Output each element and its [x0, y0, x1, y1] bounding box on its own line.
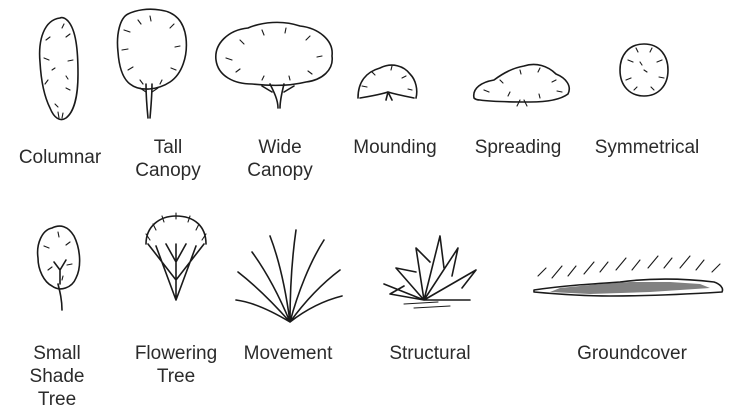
label-wide-canopy: Wide Canopy [230, 136, 330, 182]
label-tall-canopy: Tall Canopy [120, 136, 216, 182]
small-shade-tree-sketch [38, 226, 80, 310]
label-spreading: Spreading [462, 136, 574, 159]
wide-canopy-sketch [216, 22, 332, 108]
label-structural: Structural [380, 342, 480, 365]
mounding-sketch [358, 65, 417, 100]
tall-canopy-sketch [117, 9, 186, 118]
label-flowering-tree: Flowering Tree [124, 342, 228, 388]
structural-sketch [384, 236, 476, 308]
spreading-sketch [474, 64, 570, 106]
label-mounding: Mounding [340, 136, 450, 159]
label-movement: Movement [234, 342, 342, 365]
label-small-shade-tree: Small Shade Tree [12, 342, 102, 411]
label-columnar: Columnar [10, 146, 110, 169]
label-groundcover: Groundcover [566, 342, 698, 365]
label-symmetrical: Symmetrical [584, 136, 710, 159]
symmetrical-sketch [620, 44, 668, 96]
movement-sketch [236, 230, 342, 322]
columnar-sketch [40, 18, 78, 120]
flowering-tree-sketch [146, 213, 206, 300]
groundcover-sketch [534, 256, 723, 296]
